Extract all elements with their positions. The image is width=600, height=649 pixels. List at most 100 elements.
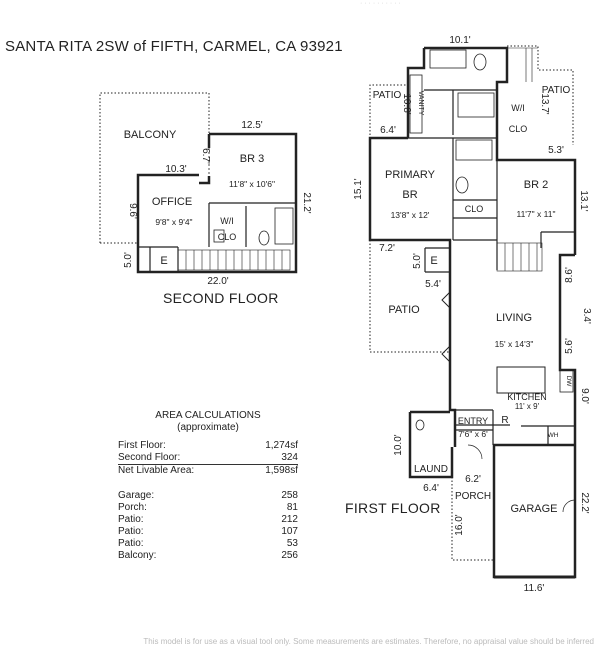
area-row-value: 1,598sf — [265, 465, 298, 476]
dim-21-2: 21.2' — [301, 192, 312, 213]
dim-15-1: 15.1' — [353, 178, 364, 199]
top-left-patio-outline — [369, 84, 408, 135]
porch-label: PORCH — [455, 491, 491, 502]
dw-label: DW — [565, 376, 572, 388]
top-toilet — [473, 53, 487, 71]
first-floor-label: FIRST FLOOR — [345, 500, 441, 516]
patio-top-right-label: PATIO — [542, 85, 571, 96]
area-row-label: Balcony: — [118, 550, 157, 561]
area-row-value: 81 — [286, 502, 298, 513]
area-row-label: Patio: — [118, 538, 144, 549]
br3-dimensions: 11'8" x 10'6" — [229, 179, 275, 189]
dim-5-0: 5.0' — [123, 252, 134, 268]
entry-dimensions: 7'6" x 6' — [458, 429, 488, 439]
shower — [457, 92, 495, 118]
refrigerator-label: R — [501, 415, 508, 426]
living-bay-walls — [441, 291, 451, 363]
dim-11-6: 11.6' — [524, 583, 545, 594]
page-title: SANTA RITA 2SW of FIFTH, CARMEL, CA 9392… — [5, 38, 343, 55]
dim-10-3: 10.3' — [165, 164, 186, 175]
vanity-label: VANITY — [417, 91, 424, 116]
br2-dimensions: 11'7" x 11" — [516, 209, 555, 219]
dim-9-6: 9.6' — [127, 203, 138, 219]
area-row: Net Livable Area: 1,598sf — [118, 465, 298, 477]
dim-16-0: 16.0' — [454, 514, 465, 535]
area-row-value: 256 — [281, 550, 298, 561]
laundry-toilet — [415, 419, 425, 431]
dim-10-8: 10.8' — [401, 93, 412, 114]
top-faint-text: · · · · · · · · · · — [360, 0, 401, 7]
area-row: Porch: 81 — [118, 502, 298, 514]
vanity-counter — [409, 74, 423, 134]
first-floor-e-label: E — [430, 255, 437, 267]
wh-label: WH — [548, 432, 559, 439]
dim-22-2: 22.2' — [579, 492, 590, 513]
primary-dimensions: 13'8" x 12' — [391, 210, 430, 220]
area-row-value: 1,274sf — [265, 440, 298, 451]
dim-5-6: 5.6' — [564, 338, 575, 354]
primary-br-label: BR — [402, 189, 417, 201]
area-row-label: Net Livable Area: — [118, 465, 195, 476]
area-row-value: 324 — [281, 452, 298, 463]
br3-label: BR 3 — [240, 153, 264, 165]
br3-wi-label: W/I — [220, 216, 234, 226]
area-row-label: Garage: — [118, 490, 155, 501]
door-swing-garage — [562, 499, 576, 513]
office-label: OFFICE — [152, 196, 192, 208]
area-row-label: Porch: — [118, 502, 147, 513]
dim-7-2: 7.2' — [379, 243, 395, 254]
primary-clo-label: CLO — [465, 204, 484, 214]
bath-toilet-2 — [455, 176, 469, 194]
balcony-outline — [99, 92, 210, 243]
area-row-value: 212 — [281, 514, 298, 525]
area-calculations: AREA CALCULATIONS (approximate) First Fl… — [118, 410, 298, 562]
dim-5-4: 5.4' — [425, 279, 441, 290]
disclaimer-footer: This model is for use as a visual tool o… — [143, 637, 594, 646]
kitchen-island — [496, 366, 546, 394]
dim-13-7: 13.7' — [539, 93, 550, 114]
second-floor-e-label: E — [160, 255, 167, 267]
dim-6-4-top: 6.4' — [380, 125, 396, 136]
wi-label: W/I — [511, 103, 525, 113]
area-row-value: 258 — [281, 490, 298, 501]
area-row: Second Floor: 324 — [118, 452, 298, 465]
garage-label: GARAGE — [510, 503, 557, 515]
stair-rail-top — [507, 47, 538, 82]
top-tub — [429, 49, 467, 69]
br3-walls — [136, 132, 298, 274]
area-row: Garage: 258 — [118, 490, 298, 502]
area-heading: AREA CALCULATIONS — [155, 410, 261, 421]
dw-box — [559, 369, 574, 393]
wi-clo-label: CLO — [509, 124, 528, 134]
dim-10-1: 10.1' — [449, 35, 470, 46]
area-row-value: 107 — [281, 526, 298, 537]
dim-6-7: 6.7' — [200, 148, 211, 164]
br3-toilet — [258, 230, 270, 246]
area-row-label: Second Floor: — [118, 452, 181, 463]
entry-label: ENTRY — [458, 416, 488, 426]
area-subheading: (approximate) — [177, 422, 239, 433]
kitchen-dimensions: 11' x 9' — [515, 402, 540, 411]
bath-shower-2 — [455, 139, 493, 161]
area-row: Balcony: 256 — [118, 550, 298, 562]
living-label: LIVING — [496, 312, 532, 324]
laundry-walls — [408, 410, 454, 479]
area-row: First Floor: 1,274sf — [118, 440, 298, 452]
dim-3-4: 3.4' — [581, 308, 592, 324]
living-dimensions: 15' x 14'3" — [495, 339, 534, 349]
area-row-value: 53 — [286, 538, 298, 549]
area-row: Patio: 212 — [118, 514, 298, 526]
dim-5-3: 5.3' — [548, 145, 564, 156]
patio-top-left-label: PATIO — [373, 90, 402, 101]
br3-clo-label: CLO — [218, 232, 237, 242]
dim-6-4-bottom: 6.4' — [423, 483, 439, 494]
br2-label: BR 2 — [524, 179, 548, 191]
second-floor-label: SECOND FLOOR — [163, 290, 279, 306]
dim-10-0: 10.0' — [393, 434, 404, 455]
primary-label: PRIMARY — [385, 169, 436, 181]
area-row: Patio: 53 — [118, 538, 298, 550]
first-floor-stairs — [496, 242, 543, 272]
balcony-label: BALCONY — [124, 129, 177, 141]
dim-6-2: 6.2' — [465, 474, 481, 485]
